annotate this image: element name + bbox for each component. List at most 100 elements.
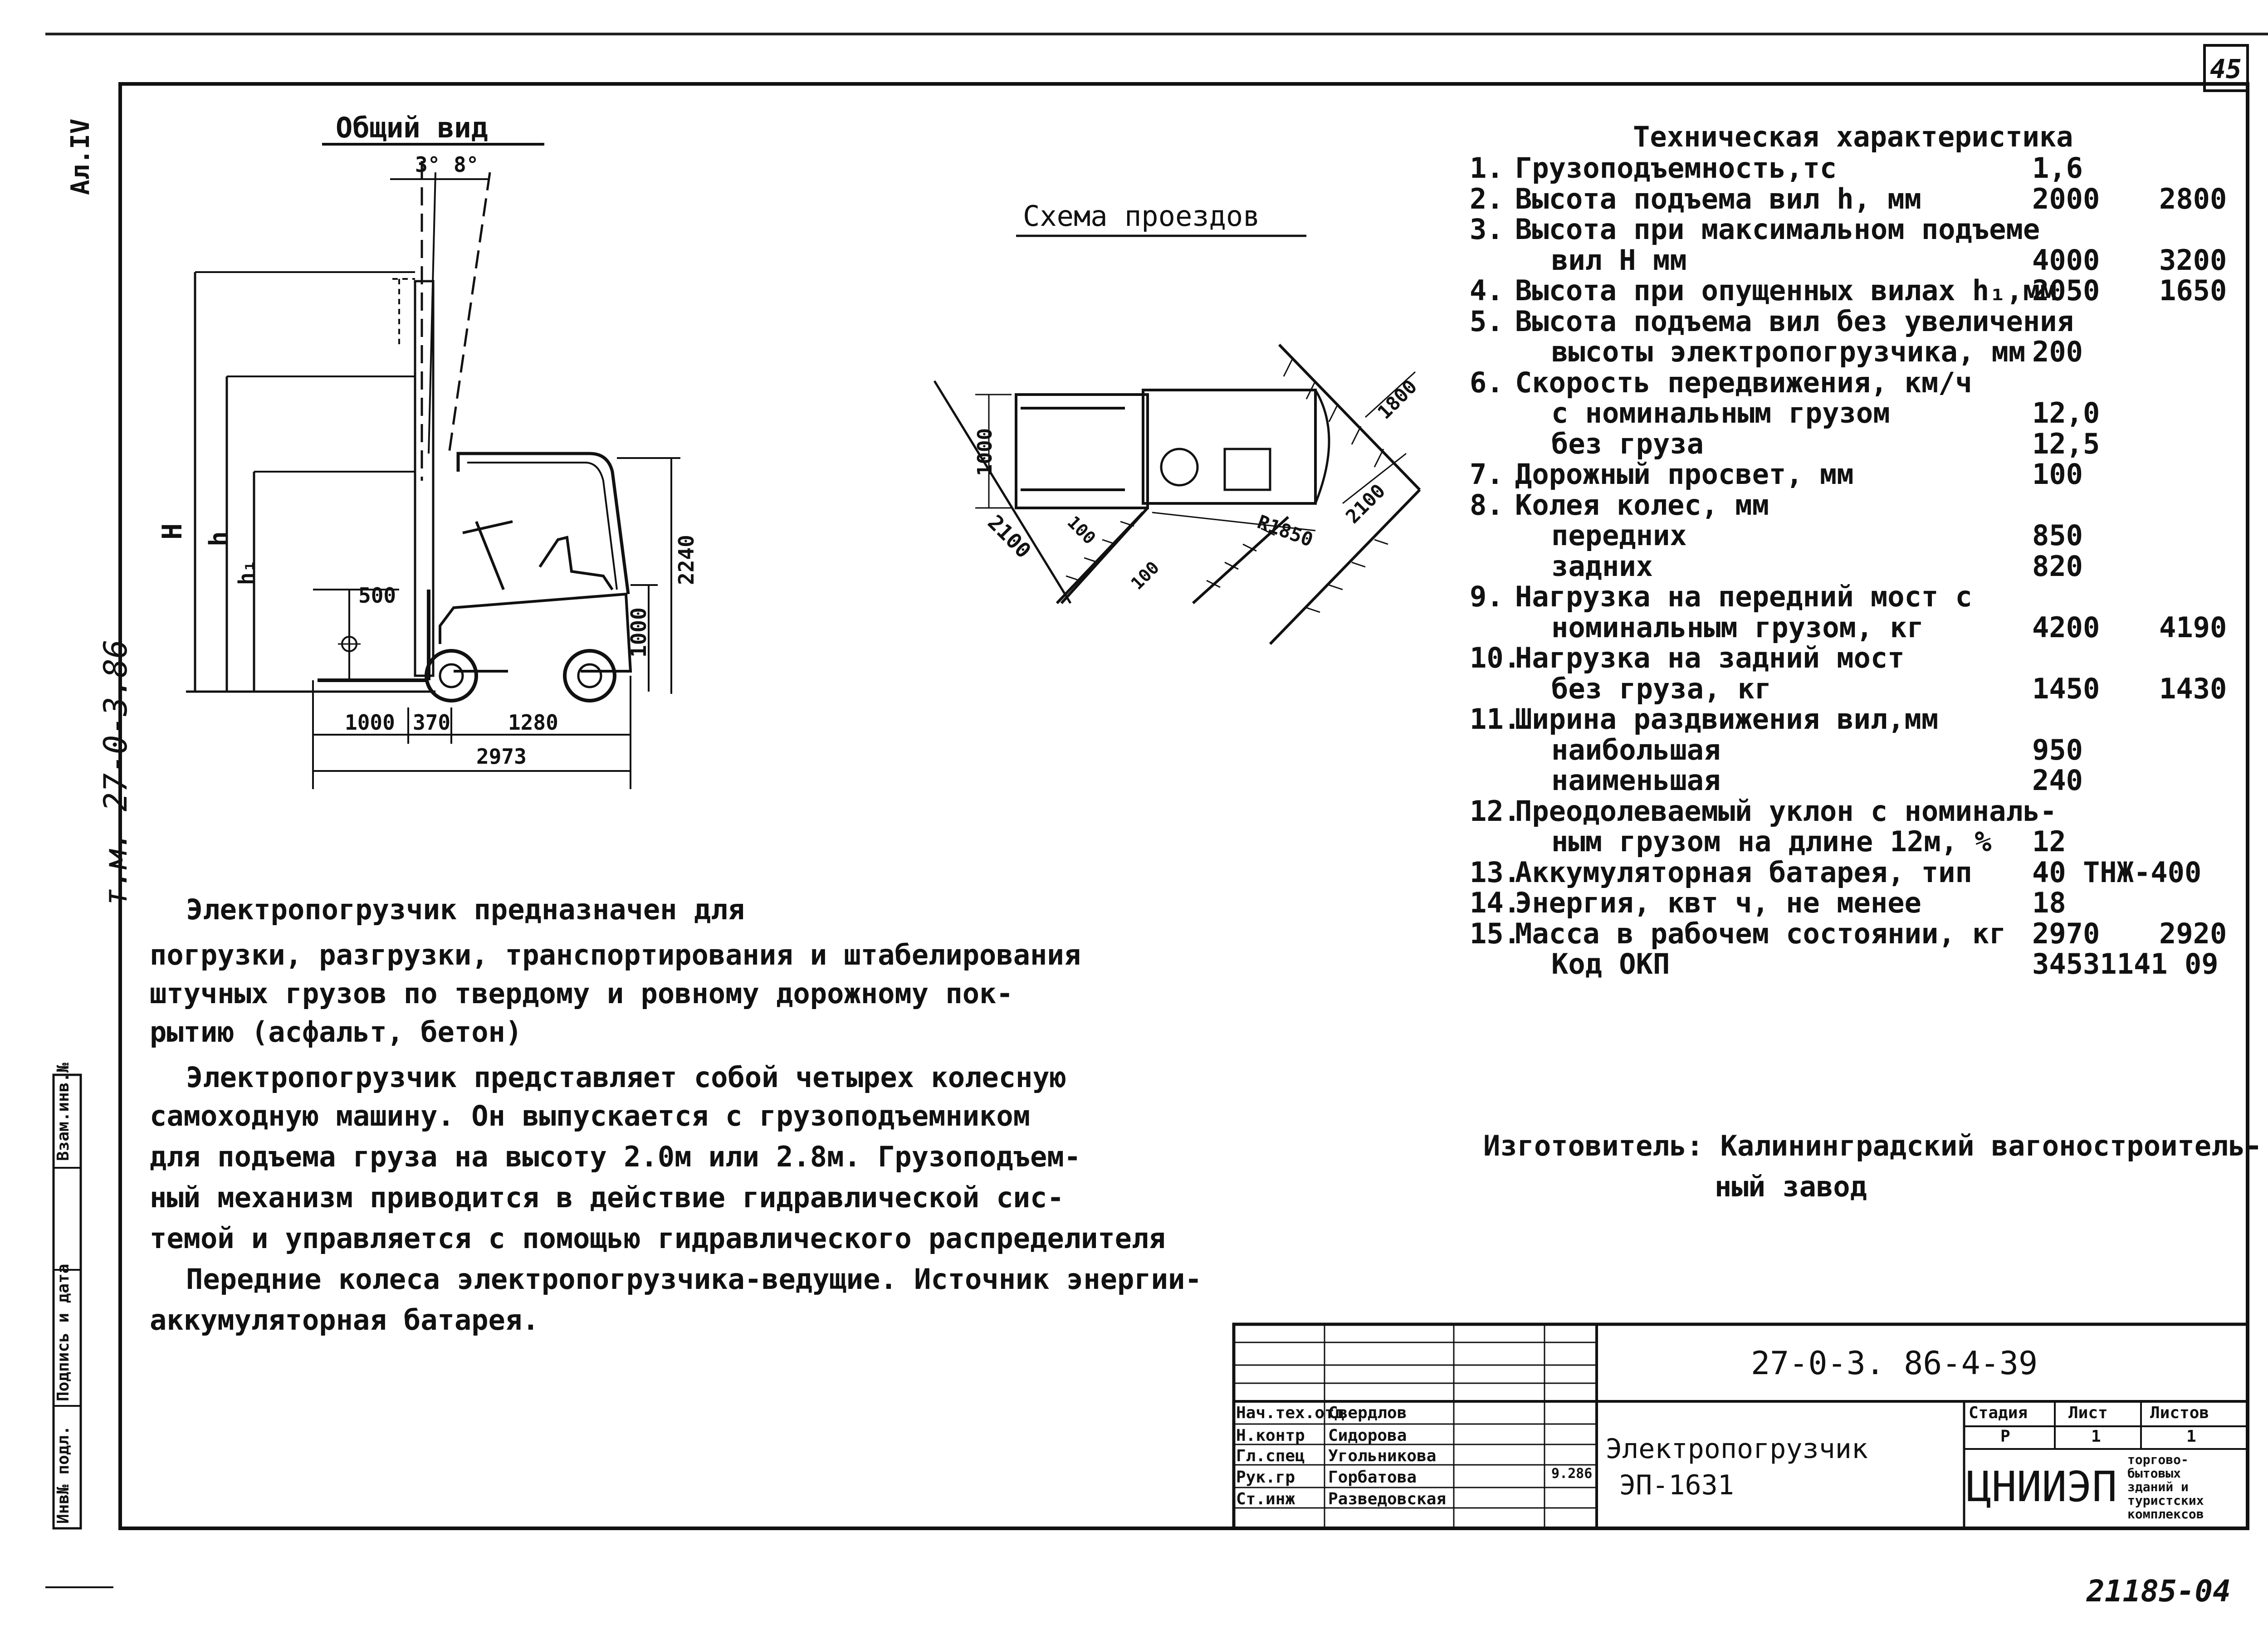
page-number: 45 — [2210, 54, 2242, 84]
spec-row-number: 15. — [1470, 917, 1520, 950]
staff-role: Н.контр — [1236, 1426, 1305, 1445]
staff-role: Нач.тех.отд — [1236, 1404, 1344, 1422]
description-line: аккумуляторная батарея. — [150, 1303, 539, 1336]
strip-label-signature: Подпись и дата — [54, 1263, 73, 1401]
spec-row-label: Высота подъема вил h, мм — [1515, 182, 1921, 215]
spec-row-value-1: 100 — [2032, 458, 2083, 491]
spec-row-label: Скорость передвижения, км/ч — [1515, 366, 1972, 399]
spec-row-value-2: 4190 — [2159, 611, 2227, 644]
spec-row-value-1: 1450 — [2032, 672, 2100, 705]
spec-row-number: 10. — [1470, 641, 1520, 674]
spec-title: Техническая характеристика — [1633, 120, 2073, 153]
spec-row-label: высоты электропогрузчика, мм — [1551, 335, 2026, 368]
spec-row-number: 3. — [1470, 213, 1504, 246]
spec-row-label: Высота при опущенных вилах h₁,мм — [1515, 274, 2057, 307]
spec-row-value-1: 40 ТНЖ-400 — [2032, 856, 2202, 889]
stage-value: Р — [2000, 1427, 2010, 1446]
description-line: рытию (асфальт, бетон) — [150, 1015, 523, 1049]
spec-row-label: Нагрузка на задний мост — [1515, 641, 1905, 674]
date: 9.286 — [1551, 1466, 1593, 1482]
scheme-title: Схема проездов — [1023, 200, 1260, 233]
spec-row-value-1: 4200 — [2032, 611, 2100, 644]
description-line: для подъема груза на высоту 2.0м или 2.8… — [150, 1140, 1081, 1173]
spec-row-label: Дорожный просвет, мм — [1515, 458, 1854, 491]
org-sub-4: комплексов — [2127, 1507, 2204, 1522]
description-line: самоходную машину. Он выпускается с груз… — [150, 1099, 1031, 1132]
manufacturer-line-1: Изготовитель: Калининградский вагоностро… — [1483, 1129, 2263, 1162]
spec-row-label: Аккумуляторная батарея, тип — [1515, 856, 1972, 889]
dim-500: 500 — [358, 583, 396, 608]
staff-name: Сидорова — [1328, 1426, 1407, 1445]
spec-row-label: Энергия, квт ч, не менее — [1515, 886, 1921, 919]
dim-1000: 1000 — [345, 710, 395, 735]
staff-role: Рук.гр — [1236, 1468, 1295, 1487]
spec-row-value-1: 850 — [2032, 519, 2083, 552]
spec-row-label: вил H мм — [1551, 244, 1687, 277]
angle-3: 3° — [415, 152, 440, 177]
spec-row-label: наименьшая — [1551, 764, 1721, 797]
dim-1280: 1280 — [508, 710, 558, 735]
strip-label-inv: Инв№ подл. — [54, 1425, 73, 1524]
org-sub-2: зданий и — [2127, 1479, 2189, 1494]
dim-2240: 2240 — [674, 535, 699, 585]
spec-row-value-1: 1,6 — [2032, 151, 2083, 185]
spec-row-number: 6. — [1470, 366, 1504, 399]
dim-1000-vertical: 1000 — [626, 607, 651, 658]
spec-row-value-1: 12,0 — [2032, 396, 2100, 429]
staff-name: Разведовская — [1328, 1490, 1447, 1508]
manufacturer-line-2: ный завод — [1715, 1170, 1867, 1203]
spec-row-number: 13. — [1470, 856, 1520, 889]
org-sub-0: торгово- — [2127, 1452, 2189, 1467]
spec-row-number: 14. — [1470, 886, 1520, 919]
spec-row-label: номинальным грузом, кг — [1551, 611, 1924, 644]
spec-row-value-1: 4000 — [2032, 244, 2100, 277]
sheet-header: Лист — [2068, 1404, 2108, 1422]
staff-name: Угольникова — [1328, 1447, 1437, 1465]
sheet-value: 1 — [2091, 1427, 2101, 1446]
spec-row-label: передних — [1551, 519, 1687, 552]
spec-row-value-1: 12 — [2032, 825, 2066, 858]
album-label: Ал.IV — [66, 118, 95, 195]
angle-8: 8° — [454, 152, 479, 177]
spec-row-number: 2. — [1470, 182, 1504, 215]
spec-row-label: Масса в рабочем состоянии, кг — [1515, 917, 2006, 950]
spec-row-label: Грузоподъемность,тс — [1515, 151, 1837, 185]
description-line: штучных грузов по твердому и ровному дор… — [150, 977, 1013, 1010]
spec-row-label: Код ОКП — [1551, 947, 1670, 980]
sheets-value: 1 — [2186, 1427, 2196, 1446]
dim-h1: h₁ — [234, 560, 259, 585]
general-view-title: Общий вид — [336, 111, 488, 144]
spec-row-value-1: 2000 — [2032, 182, 2100, 215]
doc-code: 27-0-3. 86-4-39 — [1751, 1345, 2038, 1382]
spec-row-label: без груза, кг — [1551, 672, 1772, 705]
spec-row-value-1: 2970 — [2032, 917, 2100, 950]
spec-row-number: 9. — [1470, 580, 1504, 613]
org-sub-1: бытовых — [2127, 1466, 2181, 1481]
description-line: ный механизм приводится в действие гидра… — [150, 1181, 1064, 1214]
staff-role: Ст.инж — [1236, 1490, 1295, 1508]
spec-row-label: Колея колес, мм — [1515, 488, 1769, 522]
spec-row-value-1: 950 — [2032, 733, 2083, 766]
spec-row-label: ным грузом на длине 12м, % — [1551, 825, 1992, 858]
spec-row-value-2: 1430 — [2159, 672, 2227, 705]
spec-row-value-2: 3200 — [2159, 244, 2227, 277]
spec-row-value-2: 2800 — [2159, 182, 2227, 215]
spec-row-number: 7. — [1470, 458, 1504, 491]
dim-h: h — [204, 531, 234, 546]
product-model: ЭП-1631 — [1619, 1469, 1734, 1501]
spec-row-value-1: 2050 — [2032, 274, 2100, 307]
spec-row-label: наибольшая — [1551, 733, 1721, 766]
stage-header: Стадия — [1969, 1404, 2028, 1422]
bottom-code: 21185-04 — [2087, 1574, 2231, 1609]
spec-row-label: без груза — [1551, 427, 1704, 460]
staff-name: Горбатова — [1328, 1468, 1417, 1487]
dim-370: 370 — [413, 710, 451, 735]
spec-row-value-1: 820 — [2032, 550, 2083, 583]
spec-row-number: 8. — [1470, 488, 1504, 522]
spec-row-value-1: 12,5 — [2032, 427, 2100, 460]
spec-row-value-2: 1650 — [2159, 274, 2227, 307]
description-line: Электропогрузчик предназначен для — [186, 893, 745, 926]
org-name: ЦНИИЭП — [1966, 1463, 2117, 1511]
spec-row-label: Преодолеваемый уклон с номиналь- — [1515, 795, 2057, 828]
spec-row-number: 11. — [1470, 702, 1520, 736]
